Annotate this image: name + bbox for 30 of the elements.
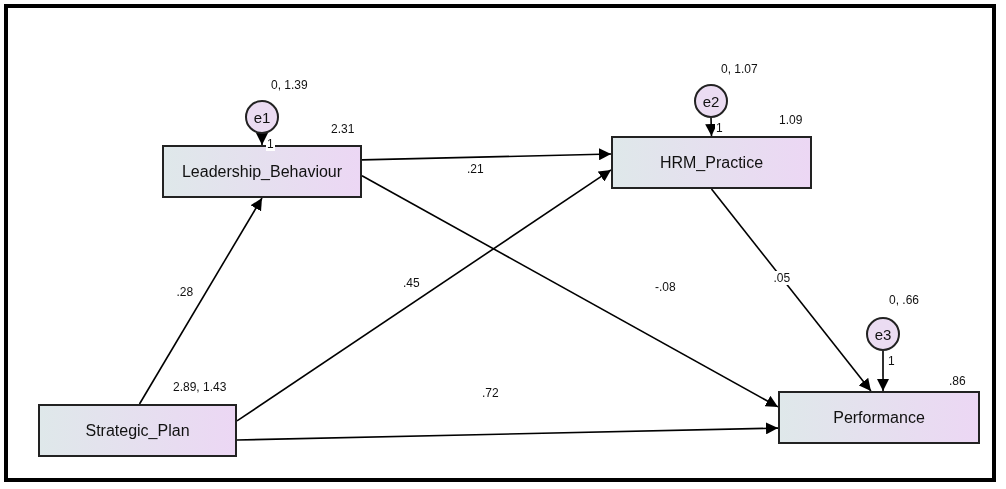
error-term-circle: e2: [694, 84, 728, 118]
edge-label: .28: [175, 285, 195, 299]
arrow: [877, 350, 890, 392]
error-term-circle: e3: [866, 317, 900, 351]
variable-box: Strategic_Plan: [38, 404, 237, 457]
arrow: [705, 117, 718, 137]
arrow: [236, 169, 612, 422]
edge-label: .45: [402, 275, 421, 290]
edge-label: 1: [715, 121, 724, 135]
variable-box: HRM_Practice: [611, 136, 812, 189]
error-term-circle: e1: [245, 100, 279, 134]
estimate-label: 1.09: [778, 113, 804, 127]
estimate-label: 2.89, 1.43: [172, 380, 228, 394]
estimate-label: 0, 1.39: [270, 78, 309, 92]
edge-label: 1: [266, 137, 275, 151]
arrow: [138, 197, 263, 405]
edge-label: .05: [772, 271, 792, 285]
edge-label: -.08: [654, 279, 677, 294]
arrow: [256, 133, 268, 146]
arrow: [710, 188, 872, 392]
arrow: [361, 148, 612, 161]
edge-label: 1: [887, 354, 896, 368]
estimate-label: 2.31: [330, 122, 356, 136]
arrow: [361, 174, 779, 408]
edge-label: .21: [466, 161, 485, 176]
arrow: [236, 422, 779, 441]
estimate-label: .86: [948, 374, 967, 388]
estimate-label: 0, 1.07: [720, 62, 759, 76]
variable-box: Performance: [778, 391, 980, 444]
estimate-label: 0, .66: [888, 293, 921, 307]
